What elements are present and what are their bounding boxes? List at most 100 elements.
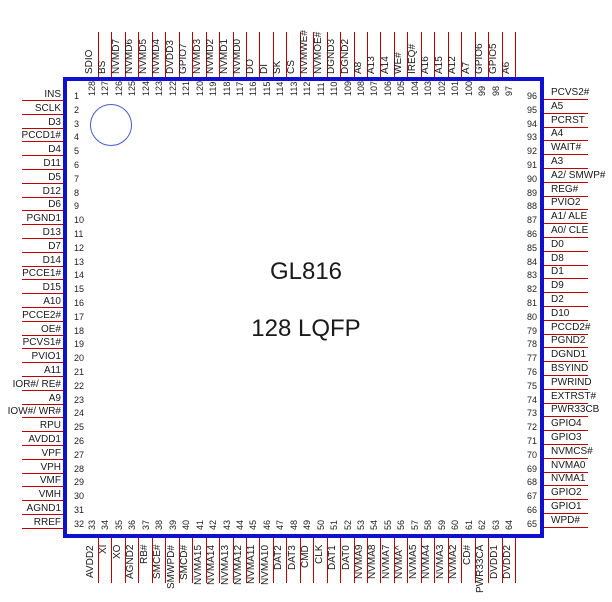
pin-number: 39 <box>167 519 178 530</box>
pin-label: GPIO7 <box>178 43 190 74</box>
pin-label: AVDD2 <box>85 545 96 578</box>
pin-lead <box>98 538 99 583</box>
pin-number: 18 <box>74 325 85 336</box>
pin-number: 69 <box>527 463 538 474</box>
pin-label: IOW#/ WR# <box>7 406 61 418</box>
pin-number: 33 <box>87 519 97 530</box>
pin-label: D10 <box>551 307 570 319</box>
pin-label: REG# <box>551 183 579 195</box>
pin-label: RPU <box>39 420 61 432</box>
pin-label: DGND3 <box>326 38 338 74</box>
pin-label: A3 <box>551 156 564 167</box>
pin-label: D0 <box>551 238 564 250</box>
pin-lead <box>544 457 588 459</box>
pin-number: 42 <box>208 519 219 530</box>
pin-label: SMCD# <box>179 545 191 581</box>
pin-label: SDIO <box>84 49 95 74</box>
pin-label: D7 <box>48 240 61 252</box>
pin-label: DVDD3 <box>164 40 176 74</box>
pin-label: DI <box>258 64 270 74</box>
pin-lead <box>461 538 463 583</box>
pin-number: 115 <box>261 81 272 96</box>
pin-number: 1 <box>74 91 80 101</box>
pin-label: NVMA5 <box>407 545 419 580</box>
pin-number: 95 <box>527 104 538 115</box>
pin-number: 116 <box>248 81 259 96</box>
pin-lead <box>461 32 463 77</box>
pin-lead <box>22 238 63 239</box>
pin-lead <box>138 538 140 583</box>
pin-label: VMF <box>39 475 61 487</box>
pin-lead <box>22 348 63 350</box>
pin-number: 36 <box>127 519 138 530</box>
pin-number: 85 <box>527 242 538 253</box>
pin-label: D12 <box>42 185 61 197</box>
pin-label: NVMOE# <box>312 31 324 74</box>
pin-label: A12 <box>447 56 459 74</box>
pin-number: 65 <box>527 518 538 529</box>
pin-label: NVMA^ <box>394 545 406 579</box>
pin-label: NVMD3 <box>191 38 203 74</box>
pin-lead <box>447 32 449 77</box>
pin-label: A6 <box>500 61 512 74</box>
pin-lead <box>326 32 328 77</box>
chip-name: GL816 <box>269 258 343 285</box>
pin-label: SK <box>272 60 284 74</box>
pin-lead <box>22 169 63 170</box>
pin-number: 113 <box>288 81 299 96</box>
pin-lead <box>272 32 274 77</box>
pin-number: 44 <box>234 519 245 530</box>
pin-label: NVMA1 <box>551 473 586 485</box>
pin-label: DVDD1 <box>488 545 500 579</box>
pin-label: RB# <box>138 545 150 565</box>
pin-number: 53 <box>356 519 366 530</box>
pin-lead <box>353 32 355 77</box>
pin-lead <box>544 375 588 376</box>
pin-number: 14 <box>74 270 85 281</box>
pin-label: NVMA14 <box>206 545 218 586</box>
pin-label: CD# <box>461 545 473 566</box>
pin-number: 47 <box>275 519 286 530</box>
pin-label: PVIO2 <box>551 197 581 209</box>
pin-label: VPF <box>41 447 61 459</box>
pin-number: 40 <box>181 519 192 530</box>
pin-number: 103 <box>423 80 434 96</box>
pin-number: 58 <box>423 519 434 530</box>
pin-number: 45 <box>248 519 259 530</box>
pin-label: D15 <box>42 282 61 294</box>
pin-lead <box>22 486 63 488</box>
pin-label: RREF <box>33 516 61 528</box>
pin-label: BSYIND <box>551 363 589 374</box>
pin-number: 30 <box>74 491 85 502</box>
pin-label: D4 <box>48 144 61 156</box>
pin-number: 102 <box>436 80 447 96</box>
pin-label: PCVS2# <box>551 87 590 98</box>
pin-number: 2 <box>74 104 80 115</box>
pin-lead <box>124 538 126 583</box>
pin-label: A1/ ALE <box>551 211 588 223</box>
pin-label: NVMA11 <box>246 545 258 585</box>
pin-lead <box>544 333 588 335</box>
pin-lead <box>544 402 588 404</box>
pin-lead <box>544 195 588 197</box>
pin-label: PGND1 <box>26 213 61 225</box>
pin-lead <box>232 538 234 583</box>
pin-number: 72 <box>527 422 538 433</box>
pin-number: 121 <box>181 80 192 96</box>
pin-number: 7 <box>74 173 80 184</box>
pin-number: 50 <box>315 519 326 530</box>
pin-lead <box>544 209 588 211</box>
pin-label: PVIO1 <box>31 351 61 363</box>
pin-lead <box>124 32 126 77</box>
pin-number: 66 <box>527 505 538 515</box>
pin-number: 23 <box>74 394 85 405</box>
pin-lead <box>259 32 261 77</box>
pin-number: 64 <box>503 519 514 530</box>
pin-number: 9 <box>74 201 80 212</box>
pin-lead <box>544 237 588 238</box>
pin-lead <box>544 499 588 501</box>
pin-lead <box>434 538 436 583</box>
pin-number: 81 <box>527 298 538 308</box>
pin-number: 106 <box>382 80 393 96</box>
pin-number: 51 <box>329 519 340 530</box>
